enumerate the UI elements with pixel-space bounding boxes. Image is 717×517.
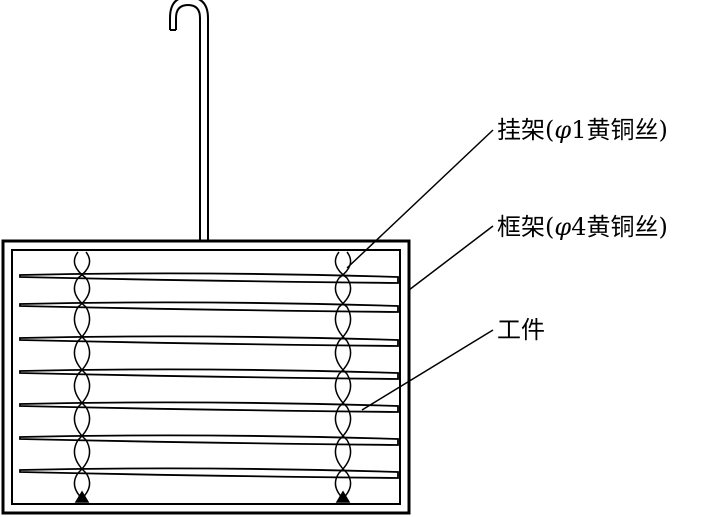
frame-border: [1, 239, 411, 515]
binding-left-knot: [74, 490, 90, 503]
frame-label: 框架(φ4黄铜丝): [497, 213, 668, 241]
workpiece-3: [19, 335, 399, 347]
workpiece-label: 工件: [497, 316, 545, 344]
workpiece-4: [19, 368, 399, 380]
workpiece-leader: [361, 329, 494, 411]
workpiece-1: [19, 272, 399, 284]
workpiece-7: [19, 467, 399, 479]
hanger-leader: [346, 129, 494, 269]
frame-leader: [408, 225, 494, 291]
leader-lines: [346, 129, 494, 411]
hanger-hook: [169, 0, 209, 240]
binding-right-strand-2: [334, 251, 352, 503]
hanger-label: 挂架(φ1黄铜丝): [497, 116, 668, 144]
workpiece-2: [19, 301, 399, 313]
binding-left-strand-1: [73, 251, 91, 503]
binding-wire-right: [334, 251, 352, 503]
binding-right-strand-1: [334, 251, 352, 503]
binding-wire-left: [73, 251, 91, 503]
workpiece-6: [19, 434, 399, 446]
binding-right-knot: [335, 490, 351, 503]
binding-left-strand-2: [73, 251, 91, 503]
workpiece-group: [19, 272, 399, 479]
workpiece-5: [19, 401, 399, 413]
